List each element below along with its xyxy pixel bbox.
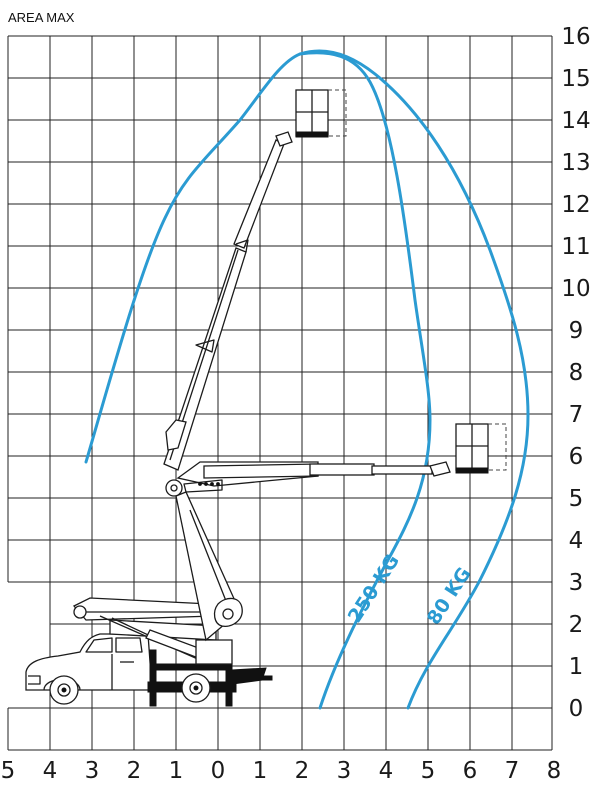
x-axis-ticks: 5 4 3 2 1 0 1 2 3 4 5 6 7 8 [1, 758, 562, 784]
basket-side [455, 423, 507, 474]
y-tick-label: 4 [569, 528, 584, 554]
x-tick-label: 2 [295, 758, 310, 784]
truck-platform-illustration [25, 89, 507, 707]
x-tick-label: 8 [547, 758, 562, 784]
label-250kg: 250 KG [344, 551, 404, 627]
y-tick-label: 15 [561, 66, 590, 92]
y-tick-label: 7 [569, 402, 584, 428]
y-tick-label: 6 [569, 444, 584, 470]
x-tick-label: 0 [211, 758, 226, 784]
diagram-title: AREA MAX [8, 10, 75, 25]
x-tick-label: 4 [43, 758, 58, 784]
lower-arm [165, 479, 243, 642]
basket-top [295, 89, 347, 138]
y-tick-label: 1 [569, 654, 584, 680]
label-80kg: 80 KG [423, 564, 476, 629]
y-tick-label: 9 [569, 318, 584, 344]
x-tick-label: 4 [379, 758, 394, 784]
y-tick-label: 2 [569, 612, 584, 638]
x-tick-label: 1 [169, 758, 184, 784]
x-tick-label: 2 [127, 758, 142, 784]
x-tick-label: 6 [463, 758, 478, 784]
y-tick-label: 16 [561, 24, 590, 50]
truck-cab [25, 633, 153, 691]
x-tick-label: 1 [253, 758, 268, 784]
y-tick-label: 14 [561, 108, 590, 134]
truck-rear-wheel [181, 673, 211, 703]
x-tick-label: 5 [421, 758, 436, 784]
x-tick-label: 3 [85, 758, 100, 784]
x-tick-label: 3 [337, 758, 352, 784]
telescopic-boom-horizontal [176, 461, 451, 493]
envelope-250kg-curve [298, 51, 432, 710]
telescopic-boom-raised [163, 131, 293, 471]
y-tick-label: 12 [561, 192, 590, 218]
envelope-80kg-curve [84, 49, 530, 710]
truck-front-wheel [49, 675, 79, 705]
y-tick-label: 13 [561, 150, 590, 176]
y-tick-label: 0 [569, 696, 584, 722]
y-tick-label: 5 [569, 486, 584, 512]
y-tick-label: 10 [561, 276, 590, 302]
x-tick-label: 7 [505, 758, 520, 784]
y-tick-label: 11 [561, 234, 590, 260]
y-tick-label: 8 [569, 360, 584, 386]
x-tick-label: 5 [1, 758, 16, 784]
stowed-boom [72, 597, 233, 665]
y-tick-label: 3 [569, 570, 584, 596]
